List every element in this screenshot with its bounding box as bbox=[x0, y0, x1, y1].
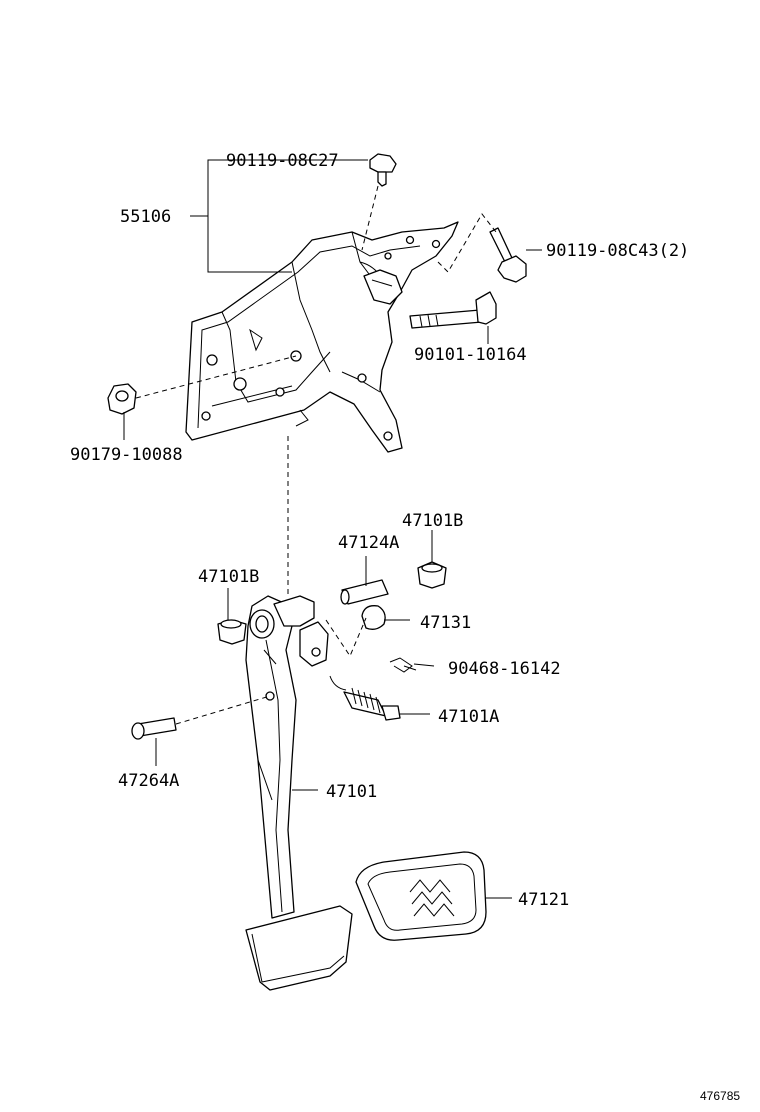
bushing-right bbox=[417, 561, 447, 589]
pedal-stopper bbox=[361, 605, 386, 630]
label-pedal-pad: 47121 bbox=[518, 890, 569, 910]
bushing-left bbox=[217, 619, 247, 645]
pedal-bracket bbox=[185, 221, 459, 453]
label-bushing-left: 47101B bbox=[198, 567, 259, 587]
label-pedal-arm: 47101 bbox=[326, 782, 377, 802]
flange-bolt-right bbox=[489, 227, 527, 283]
label-long-bolt: 90101-10164 bbox=[414, 345, 527, 365]
label-bolt-right: 90119-08C43(2) bbox=[546, 241, 689, 261]
pedal-arm bbox=[245, 595, 329, 919]
return-spring bbox=[329, 675, 401, 721]
label-bolt-upper: 90119-08C27 bbox=[226, 151, 339, 171]
label-clevis-pin: 47264A bbox=[118, 771, 179, 791]
diagram-reference-number: 476785 bbox=[700, 1089, 740, 1103]
label-spring: 47101A bbox=[438, 707, 499, 727]
label-clip: 90468-16142 bbox=[448, 659, 561, 679]
label-bushing-right: 47101B bbox=[402, 511, 463, 531]
label-nut: 90179-10088 bbox=[70, 445, 183, 465]
pedal-pad bbox=[355, 851, 487, 941]
long-bolt bbox=[409, 291, 497, 329]
label-stopper: 47131 bbox=[420, 613, 471, 633]
clevis-pin bbox=[131, 717, 177, 740]
label-bracket: 55106 bbox=[120, 207, 171, 227]
pedal-face bbox=[245, 905, 353, 991]
label-pin: 47124A bbox=[338, 533, 399, 553]
retaining-clip bbox=[389, 657, 417, 673]
flange-nut bbox=[107, 383, 137, 415]
flange-bolt-upper bbox=[369, 153, 397, 187]
pedal-pin bbox=[340, 579, 389, 605]
